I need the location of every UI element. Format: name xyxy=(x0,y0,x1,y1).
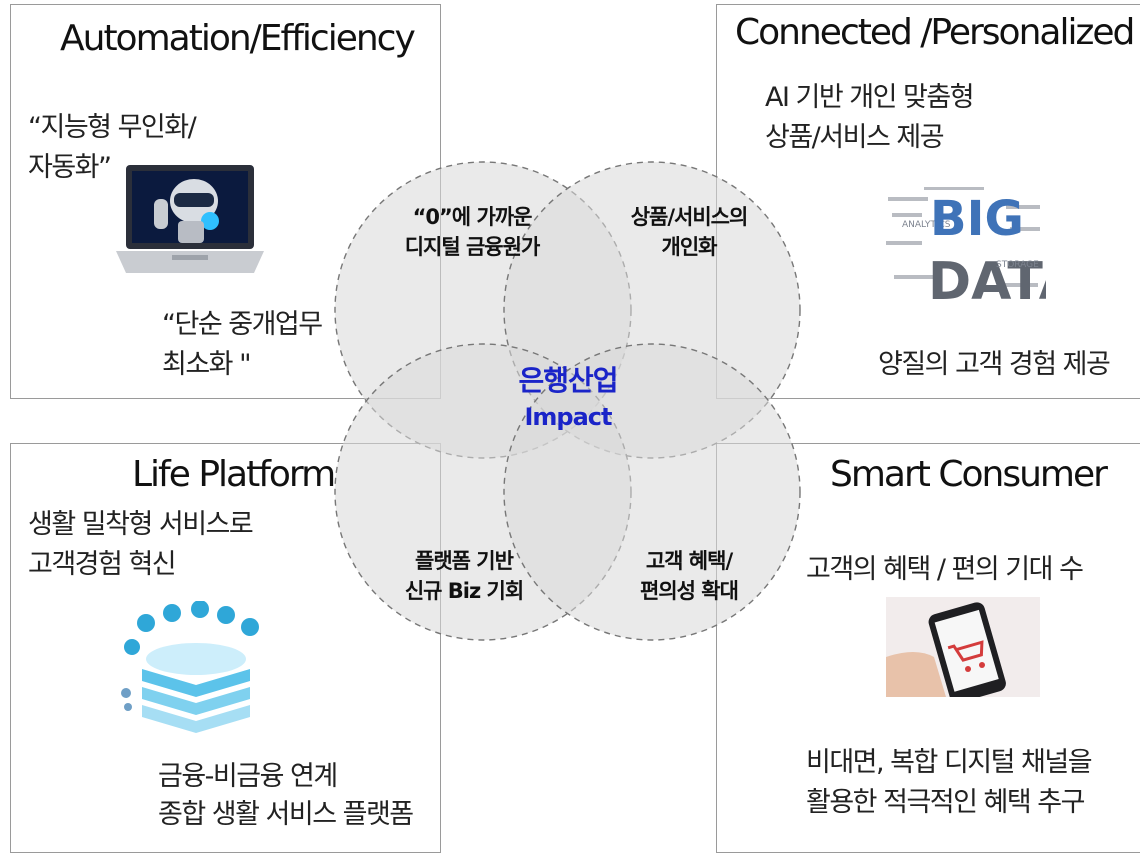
venn-label-bottom-left-line1: 플랫폼 기반 xyxy=(415,549,514,573)
bottom-left-title: Life Platform xyxy=(132,454,336,495)
bottom-right-title: Smart Consumer xyxy=(830,454,1108,495)
bottom-right-text-3: 활용한 적극적인 혜택 추구 xyxy=(806,787,1086,818)
top-left-title: Automation/Efficiency xyxy=(60,18,416,59)
venn-label-top-right-line2: 개인화 xyxy=(661,235,718,259)
venn-label-bottom-left-line2: 신규 Biz 기회 xyxy=(404,579,524,603)
venn-label-top-right: 상품/서비스의 개인화 xyxy=(594,202,784,262)
venn-label-top-right-line1: 상품/서비스의 xyxy=(630,205,749,229)
bottom-right-text-2: 비대면, 복합 디지털 채널을 xyxy=(806,747,1093,778)
venn-label-top-left: “0”에 가까운 디지털 금융원가 xyxy=(377,202,567,262)
venn-label-bottom-left: 플랫폼 기반 신규 Biz 기회 xyxy=(369,546,559,606)
big-data-word-cloud-icon: ANALYTICS BIG DATA STORAGE xyxy=(886,187,1046,305)
bottom-left-text-3: 금융-비금융 연계 xyxy=(158,761,338,792)
top-left-text-3: “단순 중개업무 xyxy=(162,309,323,340)
bottom-left-text-1: 생활 밀착형 서비스로 xyxy=(28,509,254,540)
bottom-left-text-2: 고객경험 혁신 xyxy=(28,549,177,580)
venn-label-top-left-line2: 디지털 금융원가 xyxy=(404,235,541,259)
venn-circle-bottom-right xyxy=(503,343,801,641)
bottom-left-text-4: 종합 생활 서비스 플랫폼 xyxy=(158,799,414,830)
center-subtitle: Impact xyxy=(524,403,612,431)
venn-label-bottom-right-line2: 편의성 확대 xyxy=(640,579,739,603)
storage-word: STORAGE xyxy=(996,260,1039,270)
data-word: DATA xyxy=(928,252,1046,305)
venn-label-bottom-right-line1: 고객 혜택/ xyxy=(645,549,733,573)
top-right-text-3: 양질의 고객 경험 제공 xyxy=(878,349,1111,380)
top-left-text-2: 자동화” xyxy=(28,152,112,183)
big-word: BIG xyxy=(930,191,1024,247)
top-left-text-4: 최소화 " xyxy=(162,349,252,380)
smartphone-cart-icon xyxy=(886,597,1040,697)
venn-diagram xyxy=(334,161,801,641)
top-left-text-1: “지능형 무인화/ xyxy=(28,112,197,143)
robot-laptop-icon xyxy=(116,165,264,273)
platform-layers-icon xyxy=(121,601,259,733)
top-right-text-1: AI 기반 개인 맞춤형 xyxy=(765,82,975,113)
analytics-word: ANALYTICS xyxy=(902,220,951,230)
top-right-text-2: 상품/서비스 제공 xyxy=(765,122,945,153)
venn-label-top-left-line1: “0”에 가까운 xyxy=(412,205,533,229)
bottom-right-text-1: 고객의 혜택 / 편의 기대 수 xyxy=(806,554,1084,585)
venn-label-bottom-right: 고객 혜택/ 편의성 확대 xyxy=(594,546,784,606)
center-title: 은행산업 xyxy=(518,364,618,397)
venn-center-label: 은행산업 Impact xyxy=(468,362,668,434)
top-right-title: Connected /Personalized xyxy=(735,12,1135,53)
